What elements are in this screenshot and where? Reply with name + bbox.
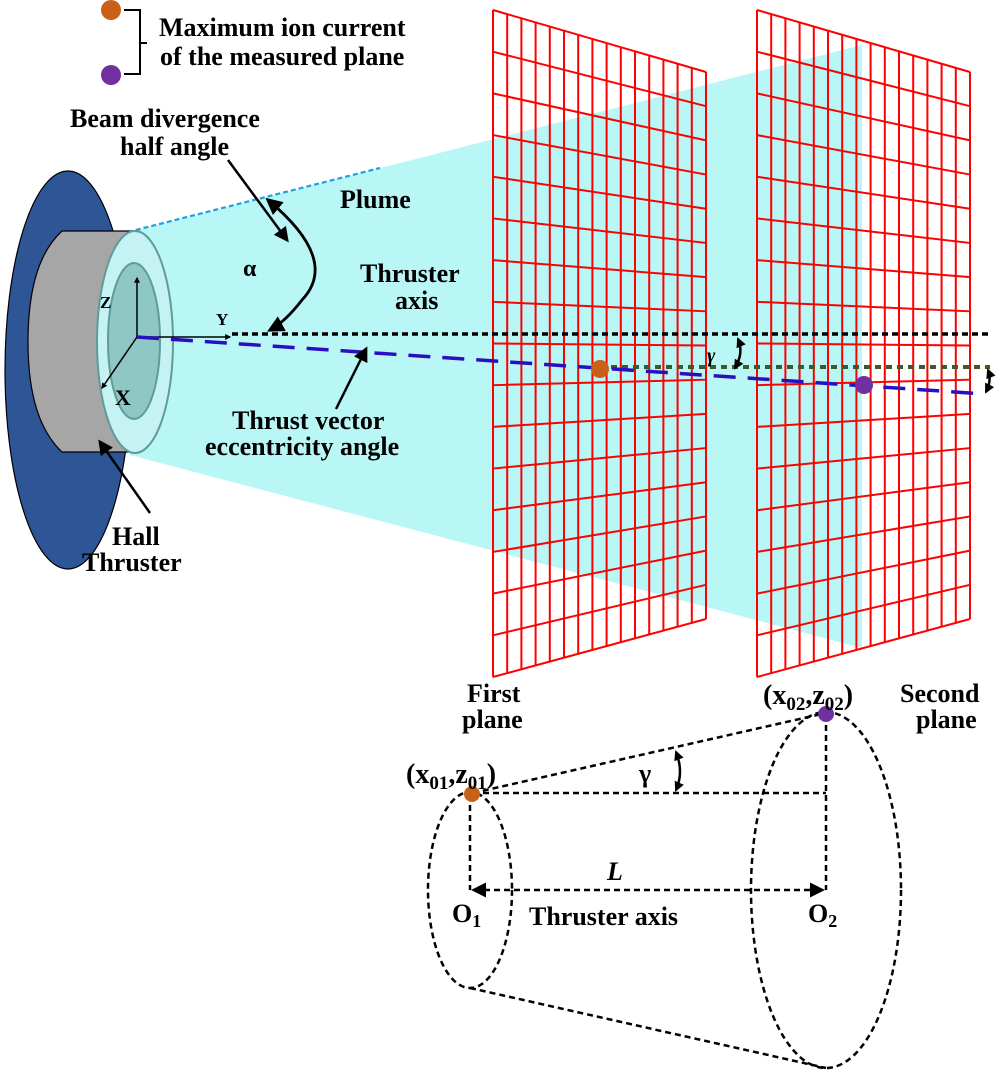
grid-row-line <box>492 515 707 553</box>
second-plane-label-line1: Second <box>900 679 980 708</box>
plume-upper-edge <box>127 166 381 234</box>
grid-row-line <box>492 259 707 279</box>
grid-row-line <box>492 175 707 210</box>
gamma-angle-arrow <box>733 337 746 370</box>
grid-row-line <box>492 50 707 108</box>
point-01-label: (x01,z01) <box>406 759 496 794</box>
gamma-label-top: γ <box>707 345 716 367</box>
plume-region <box>130 45 862 648</box>
grid-row-line <box>492 134 707 176</box>
L-label: L <box>606 857 623 886</box>
O2-label: O2 <box>808 899 837 931</box>
beam-divergence-label-line1: Beam divergence <box>70 104 260 133</box>
axis-z-label: Z <box>100 293 111 312</box>
second-measurement-plane-grid <box>756 9 971 678</box>
point-02-label: (x02,z02) <box>763 680 853 715</box>
grid-row-line <box>756 549 971 595</box>
point-01 <box>464 786 480 802</box>
legend-dot-orange <box>101 0 121 20</box>
offset-arrow <box>984 368 996 394</box>
thrust-vector-label-line2: eccentricity angle <box>205 432 399 461</box>
cone-bottom-line <box>469 986 827 1070</box>
grid-row-line <box>492 583 707 637</box>
thrust-vector-pointer <box>334 346 368 410</box>
grid-row-line <box>756 515 971 553</box>
first-plane-label-line1: First <box>467 679 521 708</box>
alpha-angle-arc <box>265 197 317 332</box>
coordinate-axes: Z Y X <box>100 276 232 410</box>
grid-row-line <box>756 50 971 108</box>
geometry-inset <box>426 710 903 1070</box>
grid-row-line <box>756 175 971 210</box>
legend-bracket <box>124 9 147 75</box>
beam-divergence-label-line2: half angle <box>120 132 229 161</box>
hall-thruster-label-line1: Hall <box>112 522 160 551</box>
second-plane-label-line2: plane <box>916 705 977 734</box>
grid-row-line <box>756 259 971 279</box>
grid-row-line <box>492 618 707 678</box>
thruster-axis-bottom-label: Thruster axis <box>529 902 678 931</box>
grid-row-line <box>492 412 707 428</box>
grid-row-line <box>756 92 971 142</box>
O1-label: O1 <box>452 899 481 931</box>
gamma-label-bottom: γ <box>638 759 651 788</box>
legend-text-line1: Maximum ion current <box>159 13 406 42</box>
grid-row-line <box>492 447 707 470</box>
grid-row-line <box>492 300 707 313</box>
axis-x-label: X <box>115 385 131 410</box>
point-02 <box>818 706 834 722</box>
cone-top-line <box>472 711 827 795</box>
thruster-axis-label-line1: Thruster <box>360 259 460 288</box>
axis-y-label: Y <box>216 310 228 329</box>
legend: Maximum ion current of the measured plan… <box>101 0 406 85</box>
grid-row-line <box>492 378 707 387</box>
alpha-label: α <box>243 256 257 282</box>
grid-row-line <box>492 217 707 244</box>
grid-row-line <box>492 9 707 73</box>
grid-row-line <box>756 217 971 244</box>
grid-row-line <box>756 447 971 470</box>
thrust-vector-label-line1: Thrust vector <box>232 406 384 435</box>
hall-thruster-pointer <box>98 439 152 514</box>
grid-row-line <box>756 618 971 678</box>
grid-row-line <box>492 342 707 347</box>
first-plane-label-line2: plane <box>462 705 523 734</box>
grid-row-line <box>756 134 971 176</box>
grid-row-line <box>756 9 971 73</box>
hall-thruster-label-line2: Thruster <box>82 548 182 577</box>
first-measurement-plane-grid <box>492 9 707 678</box>
max-current-point-second-plane <box>855 376 873 394</box>
grid-row-line <box>756 583 971 637</box>
grid-row-line <box>492 92 707 142</box>
max-current-point-first-plane <box>591 360 609 378</box>
grid-row-line <box>756 342 971 347</box>
legend-dot-purple <box>101 65 121 85</box>
grid-row-line <box>756 481 971 512</box>
thruster-axis-label-line2: axis <box>395 286 438 315</box>
hall-thruster <box>4 170 174 570</box>
grid-row-line <box>492 549 707 595</box>
plume-label: Plume <box>340 185 411 214</box>
gamma-angle-arrow-bottom <box>674 750 684 792</box>
thrust-vector-line <box>136 335 986 396</box>
grid-row-line <box>756 300 971 313</box>
grid-row-line <box>492 481 707 512</box>
grid-row-line <box>756 412 971 428</box>
x-axis <box>101 336 138 389</box>
legend-text-line2: of the measured plane <box>160 42 404 71</box>
